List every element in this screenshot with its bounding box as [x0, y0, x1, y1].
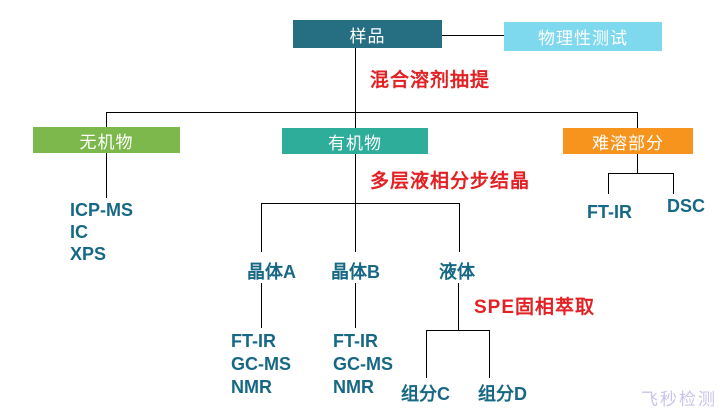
label-crystal-b: 晶体B [331, 262, 380, 282]
methods-crystal-b: FT-IR GC-MS NMR [333, 330, 393, 399]
node-sample: 样品 [293, 20, 442, 48]
line-to-ftir-insoluble [608, 173, 609, 194]
line-inorganic-down [106, 153, 107, 198]
method-gcms-b: GC-MS [333, 354, 393, 374]
line-to-fraction-d [489, 330, 490, 378]
line-to-insoluble [637, 112, 638, 128]
method-xps: XPS [70, 244, 107, 264]
method-nmr-a: NMR [231, 377, 272, 397]
line-to-crystal-a [261, 203, 262, 252]
line-sample-to-physical [442, 35, 504, 36]
method-dsc: DSC [667, 196, 706, 216]
watermark: 飞秒检测 [641, 390, 717, 409]
method-icp-ms: ICP-MS [70, 200, 133, 220]
method-gcms-a: GC-MS [231, 354, 291, 374]
methods-crystal-a: FT-IR GC-MS NMR [231, 330, 291, 399]
line-to-organic [355, 112, 356, 128]
annotation-crystallization: 多层液相分步结晶 [370, 171, 531, 192]
line-to-fraction-c [426, 330, 427, 378]
label-liquid: 液体 [439, 262, 475, 282]
line-to-inorganic [106, 112, 107, 127]
line-crystal-a-down [261, 283, 262, 328]
line-insoluble-down [637, 154, 638, 173]
node-organic: 有机物 [282, 128, 428, 154]
annotation-solvent-extraction: 混合溶剂抽提 [370, 70, 491, 91]
label-crystal-a: 晶体A [247, 262, 296, 282]
methods-inorganic: ICP-MS IC XPS [70, 199, 133, 265]
method-ftir-insoluble: FT-IR [587, 202, 632, 222]
method-ftir-a: FT-IR [231, 331, 276, 351]
line-main-branch [106, 112, 637, 113]
node-organic-label: 有机物 [328, 133, 382, 153]
node-inorganic: 无机物 [33, 127, 180, 153]
node-inorganic-label: 无机物 [79, 132, 134, 152]
line-crystal-branch [261, 203, 459, 204]
node-insoluble: 难溶部分 [563, 128, 693, 154]
line-crystal-b-down [355, 283, 356, 328]
line-to-liquid [459, 203, 460, 252]
node-physical-test-label: 物理性测试 [538, 29, 628, 48]
line-liquid-down [458, 283, 459, 330]
node-sample-label: 样品 [349, 26, 386, 46]
line-to-dsc [673, 173, 674, 194]
annotation-spe-extraction: SPE固相萃取 [474, 297, 596, 318]
label-fraction-d: 组分D [478, 384, 527, 404]
node-physical-test: 物理性测试 [504, 22, 662, 51]
label-fraction-c: 组分C [401, 384, 450, 404]
line-insoluble-branch [608, 173, 673, 174]
line-sample-down [355, 48, 356, 112]
method-ftir-b: FT-IR [333, 331, 378, 351]
method-nmr-b: NMR [333, 377, 374, 397]
method-ic: IC [70, 222, 88, 242]
line-to-crystal-b [355, 203, 356, 252]
line-spe-branch [426, 330, 489, 331]
line-organic-down [355, 154, 356, 203]
node-insoluble-label: 难溶部分 [592, 133, 664, 153]
